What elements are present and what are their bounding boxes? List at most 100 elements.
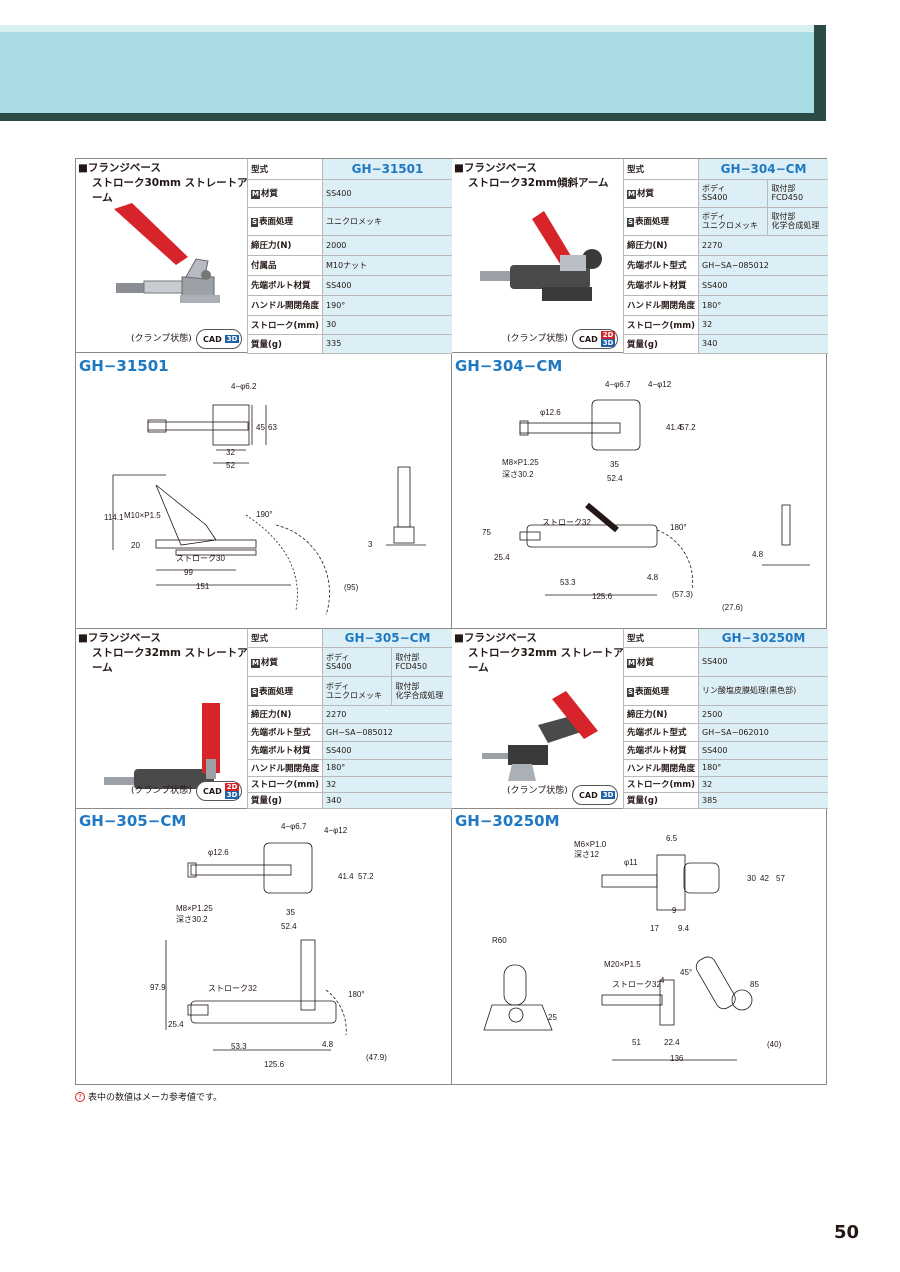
dim-label: 52.4	[607, 474, 623, 483]
spec-label-bolt-type: 先端ボルト型式	[622, 255, 699, 276]
cad-3d-badge: 3D	[224, 791, 240, 799]
spec-label-material: 材質	[260, 189, 278, 199]
dim-label: 深さ12	[574, 850, 599, 859]
footnote: ? 表中の数値はメーカ参考値です。	[75, 1090, 222, 1103]
dim-label: ストローク30	[176, 554, 225, 563]
spec-label-mass: 質量(g)	[622, 792, 699, 809]
cad-3d-badge: 3D	[224, 335, 240, 343]
spec-handle-angle-value: 190°	[322, 295, 452, 316]
spec-model-value: GH−30250M	[698, 629, 828, 648]
dim-label: (27.6)	[722, 603, 743, 612]
spec-label-stroke: ストローク(mm)	[246, 315, 323, 335]
product-photo	[480, 211, 602, 301]
dim-label: 180°	[348, 990, 365, 999]
dim-label: 51	[632, 1038, 641, 1047]
spec-material-mount: 取付部 FCD450	[767, 179, 828, 208]
surface-badge: S	[251, 687, 259, 697]
product-photo	[114, 203, 220, 303]
product-subtitle: ストローク32mm傾斜アーム	[468, 177, 609, 189]
spec-label-surface: 表面処理	[259, 217, 294, 227]
surface-badge: S	[627, 687, 635, 697]
dim-label: 6.5	[666, 834, 678, 843]
spec-stroke-value: 32	[322, 776, 452, 793]
cad-download-button[interactable]: CAD 3D	[572, 785, 619, 805]
spec-mass-value: 335	[322, 334, 452, 354]
spec-label-accessory: 付属品	[246, 255, 323, 276]
spec-bolt-material-value: SS400	[698, 275, 828, 296]
spec-label-model: 型式	[246, 629, 323, 648]
dim-label: 3	[368, 540, 373, 549]
product-subtitle: ストローク32mm ストレートアーム	[468, 647, 624, 674]
product-card-gh-305-cm: ■フランジベース ストローク32mm ストレートアーム (クランプ状態) CAD…	[76, 629, 452, 809]
product-subtitle: ストローク30mm ストレートアーム	[92, 177, 248, 204]
cad-download-button[interactable]: CAD 3D	[196, 329, 243, 349]
spec-label-bolt-material: 先端ボルト材質	[622, 741, 699, 760]
dim-label: 45°	[680, 968, 692, 977]
spec-bolt-type-value: GH−SA−085012	[322, 723, 452, 742]
spec-label-force: 締圧力(N)	[622, 705, 699, 724]
material-badge: M	[251, 190, 260, 199]
clamp-state-label: (クランプ状態)	[507, 334, 568, 344]
dim-label: 4.8	[752, 550, 764, 559]
product-category: ■フランジベース	[454, 162, 537, 174]
dim-label: 75	[482, 528, 491, 537]
spec-bolt-material-value: SS400	[322, 741, 452, 760]
spec-material-value: SS400	[322, 179, 452, 208]
spec-bolt-type-value: GH−SA−085012	[698, 255, 828, 276]
spec-label-handle-angle: ハンドル開閉角度	[246, 295, 323, 316]
dim-label: 20	[131, 541, 140, 550]
product-title: ■フランジベース ストローク32mm傾斜アーム	[454, 161, 624, 191]
drawing-title-gh-305-cm: GH−305−CM	[79, 812, 187, 830]
info-icon: ?	[75, 1091, 85, 1102]
spec-label-bolt-type: 先端ボルト型式	[622, 723, 699, 742]
dim-label: (47.9)	[366, 1053, 387, 1062]
spec-force-value: 2500	[698, 705, 828, 724]
spec-label-bolt-material: 先端ボルト材質	[622, 275, 699, 296]
dim-label: 32	[226, 448, 235, 457]
spec-handle-angle-value: 180°	[698, 295, 828, 316]
dim-label: 41.4	[666, 423, 682, 432]
dim-label: 53.3	[231, 1042, 247, 1051]
dim-label: (40)	[767, 1040, 782, 1049]
spec-surface-value: リン酸塩皮膜処理(黒色部)	[698, 676, 828, 706]
dim-label: M8×P1.25	[502, 458, 539, 467]
dim-label: R60	[492, 936, 507, 945]
spec-label-bolt-material: 先端ボルト材質	[246, 275, 323, 296]
product-category: ■フランジベース	[78, 632, 161, 644]
dim-label: 99	[184, 568, 193, 577]
spec-label-force: 締圧力(N)	[246, 235, 323, 256]
spec-model-value: GH−31501	[322, 159, 452, 180]
spec-stroke-value: 30	[322, 315, 452, 335]
spec-surface-mount: 取付部 化学合成処理	[767, 207, 828, 236]
spec-label-stroke: ストローク(mm)	[246, 776, 323, 793]
grid-divider-vertical	[451, 158, 452, 1085]
drawing-title-gh-304-cm: GH−304−CM	[455, 357, 563, 375]
spec-handle-angle-value: 180°	[698, 759, 828, 777]
dim-label: 深さ30.2	[502, 470, 534, 479]
dim-label: 4−φ12	[324, 826, 348, 835]
header-banner	[0, 25, 826, 121]
cad-label: CAD	[579, 790, 598, 800]
spec-accessory-value: M10ナット	[322, 255, 452, 276]
cad-label: CAD	[579, 334, 598, 344]
spec-label-model: 型式	[622, 629, 699, 648]
spec-mass-value: 340	[322, 792, 452, 809]
dim-label: 85	[750, 980, 759, 989]
dim-label: 180°	[670, 523, 687, 532]
clamp-state-label: (クランプ状態)	[507, 786, 568, 796]
spec-label-material: 材質	[260, 657, 278, 668]
spec-label-mass: 質量(g)	[246, 792, 323, 809]
spec-mass-value: 340	[698, 334, 828, 354]
product-subtitle: ストローク32mm ストレートアーム	[92, 647, 248, 674]
spec-bolt-material-value: SS400	[698, 741, 828, 760]
spec-label-handle-angle: ハンドル開閉角度	[622, 295, 699, 316]
product-title: ■フランジベース ストローク30mm ストレートアーム	[78, 161, 248, 206]
spec-label-bolt-type: 先端ボルト型式	[246, 723, 323, 742]
banner-highlight	[0, 25, 826, 32]
dimension-drawing-gh-304-cm: 4−φ6.7 4−φ12 φ12.6 41.4 57.2 M8×P1.25 深さ…	[482, 380, 810, 612]
dim-label: 63	[268, 423, 277, 432]
dim-label: 45	[256, 423, 265, 432]
